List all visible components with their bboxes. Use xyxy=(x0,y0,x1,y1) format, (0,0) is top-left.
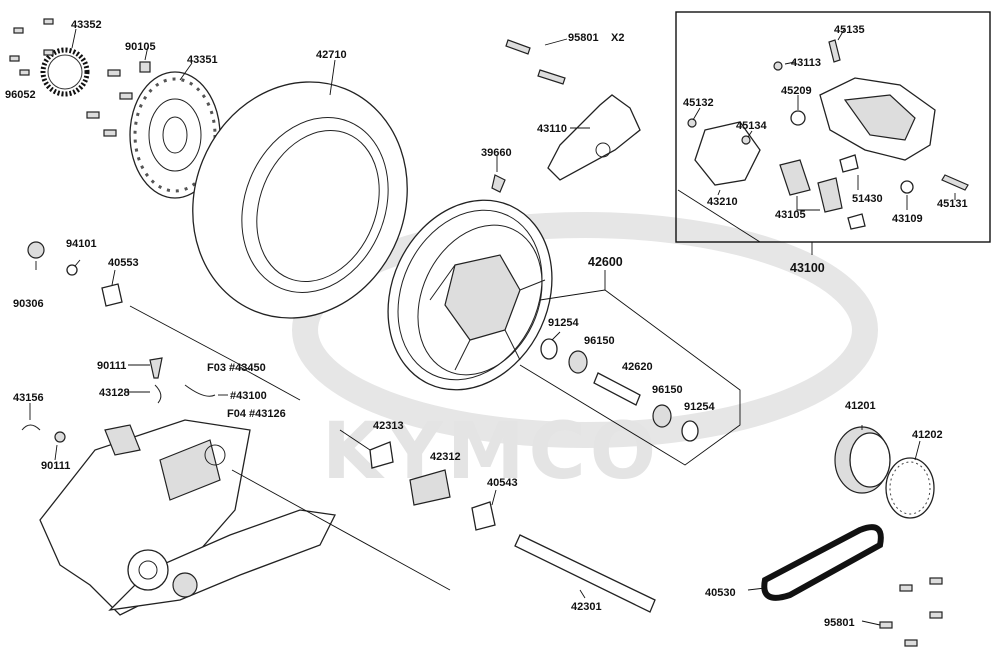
label-40553: 40553 xyxy=(108,257,139,269)
label-90111-b: 90111 xyxy=(41,460,70,472)
label-96150-b: 96150 xyxy=(652,384,683,396)
label-43109: 43109 xyxy=(892,213,923,225)
wheel-axle-parts xyxy=(369,338,699,613)
label-94101: 94101 xyxy=(66,238,97,250)
label-ref-43100: #43100 xyxy=(230,390,267,402)
part-labels: 43352 90105 43351 96052 42710 95801 X2 4… xyxy=(5,19,968,629)
label-51430: 51430 xyxy=(852,193,883,205)
label-95801-top: 95801 xyxy=(568,32,599,44)
label-40530: 40530 xyxy=(705,587,736,599)
label-39660: 39660 xyxy=(481,147,512,159)
label-45209: 45209 xyxy=(781,85,812,97)
caliper-assembly-box xyxy=(675,11,991,243)
label-90306: 90306 xyxy=(13,298,44,310)
label-40543: 40543 xyxy=(487,477,518,489)
label-42301: 42301 xyxy=(571,601,602,613)
label-43352: 43352 xyxy=(71,19,102,31)
label-43351: 43351 xyxy=(187,54,218,66)
label-42620: 42620 xyxy=(622,361,653,373)
small-bolts-left xyxy=(9,18,151,137)
caliper-bracket xyxy=(547,94,641,181)
label-90111-a: 90111 xyxy=(97,360,126,372)
kymco-watermark: KYMCO xyxy=(292,212,878,497)
swingarm-small-parts xyxy=(21,241,216,443)
label-96150-a: 96150 xyxy=(584,335,615,347)
rear-tire xyxy=(192,81,408,319)
label-91254-b: 91254 xyxy=(684,401,715,413)
label-43210: 43210 xyxy=(707,196,738,208)
label-41201: 41201 xyxy=(845,400,876,412)
label-90105: 90105 xyxy=(125,41,156,53)
bottom-bolts xyxy=(879,577,943,647)
label-91254-a: 91254 xyxy=(548,317,579,329)
label-43100: 43100 xyxy=(790,261,825,275)
clutch-bell xyxy=(834,426,891,494)
top-bolts xyxy=(491,39,566,193)
label-41202: 41202 xyxy=(912,429,943,441)
label-42312: 42312 xyxy=(430,451,461,463)
label-f04: F04 #43126 xyxy=(227,408,286,420)
abs-ring xyxy=(40,47,90,97)
label-45135: 45135 xyxy=(834,24,865,36)
label-43128: 43128 xyxy=(99,387,130,399)
label-45132: 45132 xyxy=(683,97,714,109)
label-42600: 42600 xyxy=(588,255,623,269)
gasket xyxy=(885,457,935,519)
label-96052: 96052 xyxy=(5,89,36,101)
label-43113: 43113 xyxy=(791,57,821,69)
label-43156: 43156 xyxy=(13,392,44,404)
label-x2: X2 xyxy=(611,32,624,44)
label-42313: 42313 xyxy=(373,420,404,432)
label-43105: 43105 xyxy=(775,209,806,221)
label-f03: F03 #43450 xyxy=(207,362,266,374)
label-43110: 43110 xyxy=(537,123,567,135)
brake-caliper xyxy=(687,39,969,230)
leader-lines xyxy=(29,27,956,626)
label-95801-bottom: 95801 xyxy=(824,617,855,629)
label-45131: 45131 xyxy=(937,198,968,210)
swingarm xyxy=(39,419,336,616)
rear-wheel-rim xyxy=(387,199,553,391)
drive-belt xyxy=(761,524,884,601)
label-42710: 42710 xyxy=(316,49,347,61)
label-45134: 45134 xyxy=(736,120,767,132)
